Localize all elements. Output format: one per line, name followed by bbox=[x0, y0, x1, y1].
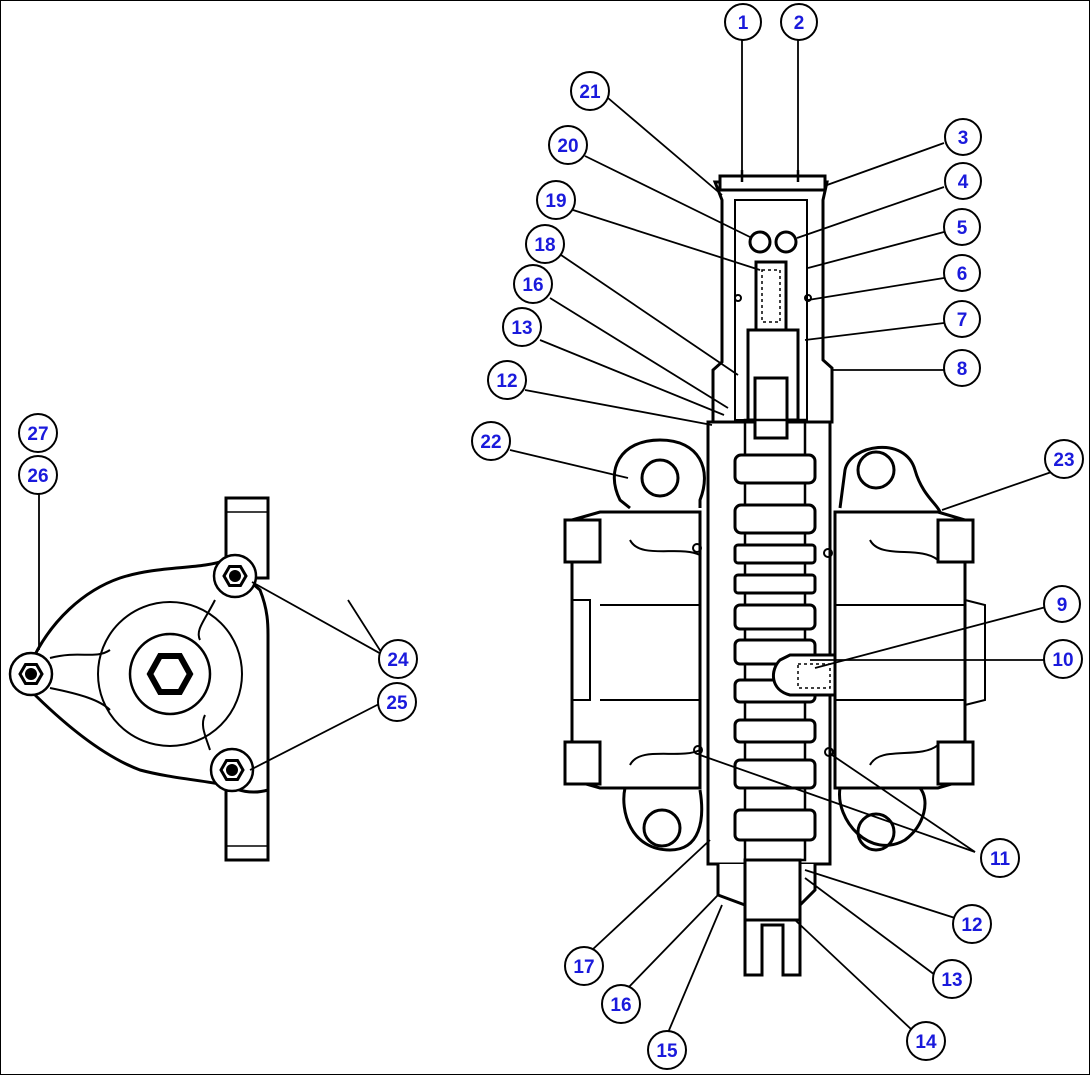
callout-20: 20 bbox=[548, 125, 588, 165]
callout-13-lower: 13 bbox=[932, 959, 972, 999]
callout-16-upper: 16 bbox=[513, 264, 553, 304]
callout-16-lower: 16 bbox=[601, 984, 641, 1024]
callout-19: 19 bbox=[536, 180, 576, 220]
callout-14: 14 bbox=[906, 1021, 946, 1061]
callout-5: 5 bbox=[943, 208, 981, 246]
callout-label: 25 bbox=[386, 693, 408, 714]
callout-18: 18 bbox=[525, 224, 565, 264]
callout-17: 17 bbox=[564, 946, 604, 986]
callout-label: 13 bbox=[511, 318, 532, 339]
callout-label: 24 bbox=[387, 650, 409, 671]
callouts: 1 2 3 4 5 6 7 8 9 10 11 12 13 14 15 16 1… bbox=[18, 3, 1084, 1070]
callout-label: 19 bbox=[545, 191, 566, 212]
callout-24: 24 bbox=[378, 639, 418, 679]
callout-label: 16 bbox=[522, 275, 543, 296]
callout-label: 10 bbox=[1052, 650, 1073, 671]
callout-2: 2 bbox=[780, 3, 818, 41]
callout-6: 6 bbox=[943, 254, 981, 292]
callout-26: 26 bbox=[18, 455, 58, 495]
callout-label: 7 bbox=[957, 310, 968, 331]
clevis bbox=[743, 918, 802, 977]
callout-label: 3 bbox=[958, 128, 969, 149]
callout-3: 3 bbox=[944, 118, 982, 156]
callout-12-lower: 12 bbox=[952, 904, 992, 944]
callout-label: 11 bbox=[990, 849, 1011, 870]
callout-10: 10 bbox=[1043, 639, 1083, 679]
top-cap-plate bbox=[718, 174, 827, 192]
callout-label: 14 bbox=[915, 1032, 937, 1053]
callout-label: 15 bbox=[656, 1041, 678, 1062]
bolt-left bbox=[8, 651, 54, 697]
callout-11: 11 bbox=[980, 838, 1020, 878]
callout-8: 8 bbox=[943, 349, 981, 387]
callout-label: 27 bbox=[27, 424, 48, 445]
bolt-upper bbox=[212, 553, 258, 599]
callout-27: 27 bbox=[18, 413, 58, 453]
callout-15: 15 bbox=[647, 1030, 687, 1070]
callout-25: 25 bbox=[377, 682, 417, 722]
callout-label: 4 bbox=[958, 172, 969, 193]
callout-22: 22 bbox=[471, 421, 511, 461]
callout-label: 26 bbox=[27, 466, 48, 487]
callout-label: 22 bbox=[480, 432, 501, 453]
callout-9: 9 bbox=[1043, 585, 1081, 623]
mounting-ear-upper-left bbox=[612, 438, 706, 510]
callout-12-upper: 12 bbox=[487, 360, 527, 400]
callout-label: 5 bbox=[957, 218, 968, 239]
callout-label: 6 bbox=[957, 264, 968, 285]
callout-label: 18 bbox=[534, 235, 555, 256]
mounting-ear-lower-left bbox=[622, 787, 704, 852]
callout-21: 21 bbox=[570, 71, 610, 111]
callout-label: 21 bbox=[579, 82, 601, 103]
callout-label: 8 bbox=[957, 359, 968, 380]
callout-1: 1 bbox=[724, 3, 762, 41]
end-view-assembly bbox=[28, 496, 270, 862]
callout-13-upper: 13 bbox=[502, 307, 542, 347]
callout-label: 23 bbox=[1053, 450, 1074, 471]
callout-label: 20 bbox=[557, 136, 578, 157]
valve-section-assembly bbox=[563, 170, 986, 977]
callout-label: 16 bbox=[610, 995, 631, 1016]
callout-label: 9 bbox=[1057, 595, 1068, 616]
callout-23: 23 bbox=[1044, 439, 1084, 479]
center-boss bbox=[97, 601, 243, 747]
center-plug bbox=[146, 653, 194, 695]
callout-label: 2 bbox=[794, 13, 805, 34]
callout-label: 13 bbox=[941, 970, 962, 991]
bolt-lower bbox=[209, 747, 255, 793]
callout-label: 1 bbox=[738, 13, 749, 34]
callout-label: 17 bbox=[573, 957, 594, 978]
callout-label: 12 bbox=[496, 371, 517, 392]
leader-lines bbox=[38, 40, 1064, 1036]
callout-4: 4 bbox=[944, 162, 982, 200]
callout-label: 12 bbox=[961, 915, 982, 936]
callout-7: 7 bbox=[943, 300, 981, 338]
